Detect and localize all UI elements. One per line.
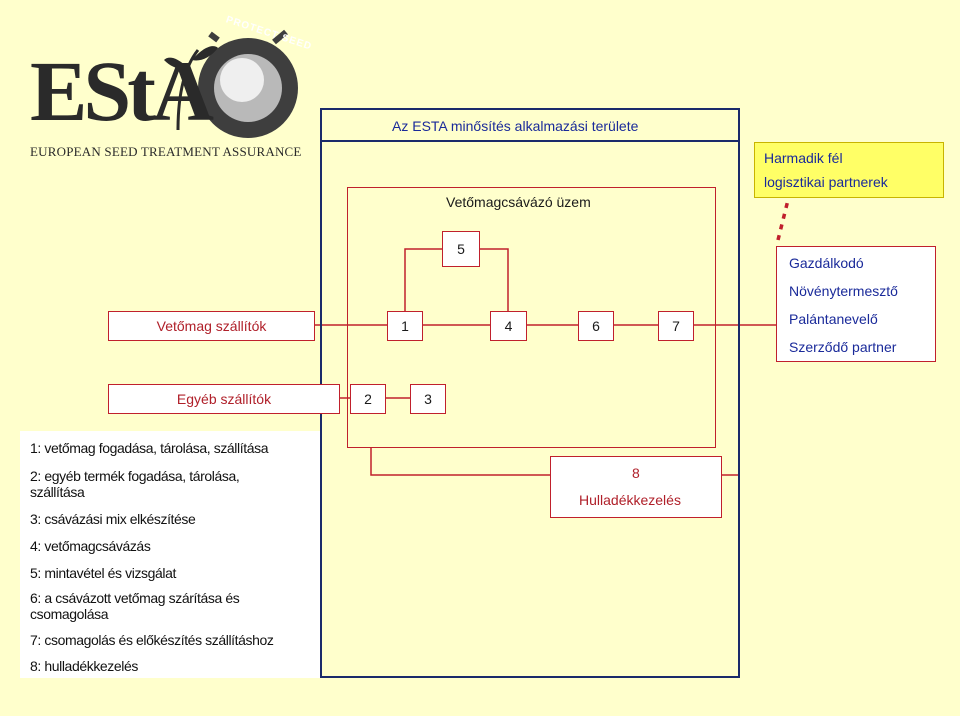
- legend-item-2: 2: egyéb termék fogadása, tárolása,: [30, 468, 240, 484]
- legend-item-5: 5: mintavétel és vizsgálat: [30, 565, 177, 581]
- waste-label: Hulladékkezelés: [579, 492, 681, 508]
- seed-seal-icon: [164, 29, 298, 138]
- legend-item-8: 8: hulladékkezelés: [30, 658, 138, 674]
- step-3-box: 3: [410, 384, 446, 414]
- legend-panel: [20, 431, 320, 678]
- step-6-box: 6: [578, 311, 614, 341]
- legend-item-6: 6: a csávázott vetőmag szárítása és: [30, 590, 240, 606]
- third-party-box: [754, 142, 944, 198]
- waste-box: [550, 456, 722, 518]
- third-party-line2: logisztikai partnerek: [764, 174, 888, 190]
- step-4-box: 4: [490, 311, 527, 341]
- customer-farmer: Gazdálkodó: [789, 255, 864, 271]
- waste-number: 8: [632, 465, 640, 481]
- plant-frame: [347, 187, 716, 448]
- step-7-box: 7: [658, 311, 694, 341]
- seed-suppliers-box: Vetőmag szállítók: [108, 311, 315, 341]
- third-party-line1: Harmadik fél: [764, 150, 843, 166]
- scope-title-band: [322, 110, 738, 142]
- legend-item-1: 1: vetőmag fogadása, tárolása, szállítás…: [30, 440, 269, 456]
- logo-wordmark: EStA: [30, 43, 214, 139]
- other-suppliers-box: Egyéb szállítók: [108, 384, 340, 414]
- step-5-box: 5: [442, 231, 480, 267]
- customer-contract: Szerződő partner: [789, 339, 897, 355]
- step-1-box: 1: [387, 311, 423, 341]
- plant-title: Vetőmagcsávázó üzem: [446, 194, 591, 210]
- legend-item-4: 4: vetőmagcsávázás: [30, 538, 151, 554]
- step-2-box: 2: [350, 384, 386, 414]
- legend-item-3: 3: csávázási mix elkészítése: [30, 511, 196, 527]
- logo-subtitle: EUROPEAN SEED TREATMENT ASSURANCE: [30, 144, 302, 159]
- customer-grower: Növénytermesztő: [789, 283, 898, 299]
- legend-item-6-cont: csomagolása: [30, 606, 109, 622]
- customer-seedling: Palántanevelő: [789, 311, 878, 327]
- esta-logo: EStA EUROPEAN SEED TREATMENT ASSURANCE P…: [28, 14, 313, 160]
- customers-box: [776, 246, 936, 362]
- legend-item-2-cont: szállítása: [30, 484, 85, 500]
- scope-title: Az ESTA minősítés alkalmazási területe: [392, 118, 639, 134]
- legend-item-7: 7: csomagolás és előkészítés szállításho…: [30, 632, 274, 648]
